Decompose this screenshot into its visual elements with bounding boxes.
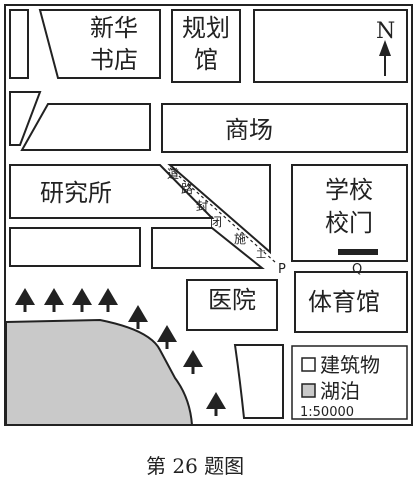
legend-building-swatch: [301, 357, 316, 372]
legend-scale: 1:50000: [300, 405, 354, 420]
legend-lake-swatch: [301, 383, 316, 398]
block-left-wedge: [9, 91, 42, 146]
block-north-arrow: [253, 9, 408, 83]
block-left-strip: [9, 227, 141, 267]
block-top-left-strip: [9, 9, 29, 79]
closed-road-char: 道: [167, 167, 179, 181]
block-trapezoid: [20, 103, 151, 151]
block-trapezoid-lower: [151, 227, 265, 269]
school-gate-bar: [338, 249, 378, 255]
building-stadium: [294, 271, 408, 333]
label-stadium: 体育馆: [308, 288, 380, 316]
point-q-label: Q: [352, 262, 362, 277]
legend-lake-label: 湖泊: [320, 379, 360, 403]
building-institute: [9, 164, 215, 219]
lake-area: [5, 318, 194, 426]
building-school: [291, 164, 408, 262]
building-hospital: [186, 279, 278, 331]
closed-road-char: 封: [196, 199, 208, 213]
label-hospital: 医院: [208, 286, 256, 314]
building-bookstore: [38, 9, 161, 79]
label-bookstore-line2: 书店: [90, 46, 138, 74]
label-mall: 商场: [225, 116, 273, 144]
closed-road-char: 施: [234, 232, 246, 246]
north-arrow-icon: [379, 40, 391, 76]
label-planning-hall-line2: 馆: [194, 46, 218, 74]
figure-caption: 第 26 题图: [146, 454, 244, 478]
closed-road-char: 工: [256, 250, 266, 261]
label-school-line2: 校门: [325, 209, 373, 237]
block-bottom-wedge: [233, 344, 284, 419]
building-planning-hall: [171, 9, 241, 83]
label-bookstore-line1: 新华: [90, 14, 138, 42]
label-school-line1: 学校: [325, 176, 373, 204]
point-p-label: P: [278, 262, 286, 277]
building-mall: [161, 103, 408, 153]
label-institute: 研究所: [40, 179, 112, 207]
closed-road-char: 闭: [210, 215, 222, 229]
block-closed-road-triangle: [167, 164, 271, 255]
closed-road-char: 路: [181, 181, 193, 196]
label-planning-hall-line1: 规划: [182, 14, 230, 42]
north-label: N: [376, 19, 395, 44]
legend-building-label: 建筑物: [320, 353, 380, 377]
